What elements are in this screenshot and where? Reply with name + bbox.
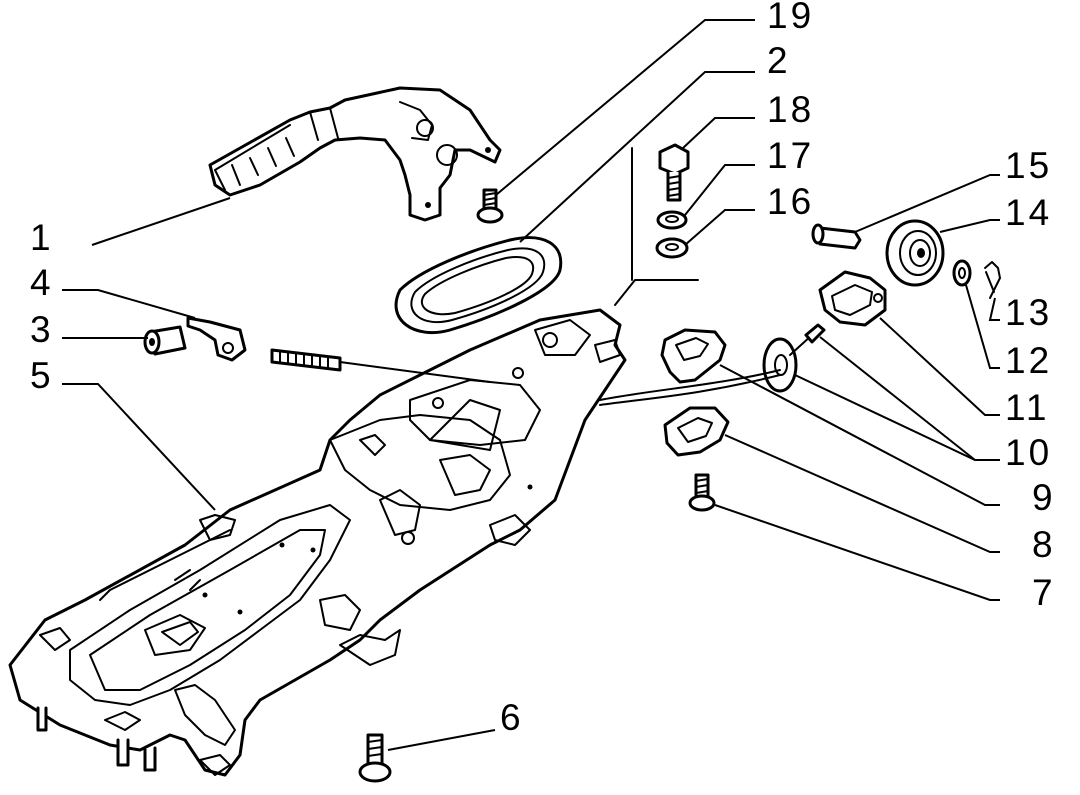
leader-line-19	[495, 19, 755, 196]
bracket-11-part	[818, 270, 887, 327]
callout-8: 8	[1032, 524, 1056, 565]
callout-16: 16	[767, 181, 814, 222]
leader-line-11	[879, 317, 1000, 416]
leader-line-2	[519, 71, 755, 243]
handbrake-lever-part	[208, 86, 502, 222]
leader-line-7	[714, 504, 1000, 601]
callout-10: 10	[1005, 432, 1052, 473]
leader-line-17	[684, 164, 755, 216]
callout-14: 14	[1005, 192, 1052, 233]
callout-17: 17	[767, 135, 814, 176]
callout-labels: 1 2 3 4 5 6 7 8 9 10 11 12 13 14 15 16 1…	[30, 0, 1056, 738]
screw-7-part	[688, 473, 716, 512]
callout-15: 15	[1005, 145, 1052, 186]
callout-3: 3	[30, 309, 54, 350]
leader-line-14	[939, 219, 1000, 233]
leader-line-1	[91, 197, 231, 246]
callout-1: 1	[30, 217, 54, 258]
washer-17-part	[656, 210, 688, 230]
cable-disc-10-part	[762, 323, 826, 393]
leader-line-13	[988, 297, 1000, 321]
leader-line-8	[724, 434, 1000, 553]
bolt-18-part	[658, 143, 690, 202]
leader-line-10a	[794, 374, 1000, 461]
clip-8-part	[663, 406, 730, 457]
boot-seal-part	[394, 236, 563, 335]
callout-9: 9	[1032, 477, 1056, 518]
leader-line-15	[854, 174, 1000, 233]
callout-7: 7	[1032, 572, 1056, 613]
callout-18: 18	[767, 89, 814, 130]
screw-6-part	[358, 733, 392, 783]
leader-line-9	[719, 364, 1000, 506]
callout-5: 5	[30, 355, 54, 396]
pin-15-part	[811, 223, 862, 250]
leader-line-6	[387, 729, 496, 751]
washer-16-part	[655, 237, 689, 259]
callout-19: 19	[767, 0, 814, 36]
callout-12: 12	[1005, 340, 1052, 381]
leader-line-16	[684, 209, 755, 246]
leader-line-18	[682, 117, 755, 149]
brake-cable-part	[599, 147, 781, 406]
split-pin-13-part	[984, 261, 1001, 299]
bracket-4-part	[186, 316, 247, 362]
callout-13: 13	[1005, 292, 1052, 333]
leader-line-4	[62, 289, 196, 319]
leader-line-5	[62, 383, 216, 511]
screw-19-part	[476, 188, 504, 224]
clip-9-part	[660, 328, 727, 384]
threaded-rod-part	[270, 348, 491, 383]
pulley-14-part	[885, 219, 945, 287]
callout-11: 11	[1005, 387, 1049, 428]
leader-lines	[62, 19, 1000, 751]
base-plate-part	[8, 308, 627, 777]
leader-line-10b	[819, 336, 976, 461]
sleeve-3-part	[143, 325, 187, 356]
washer-12-part	[952, 259, 972, 287]
callout-4: 4	[30, 262, 54, 303]
callout-2: 2	[767, 40, 791, 81]
callout-6: 6	[500, 697, 524, 738]
leader-line-12	[965, 284, 1000, 369]
